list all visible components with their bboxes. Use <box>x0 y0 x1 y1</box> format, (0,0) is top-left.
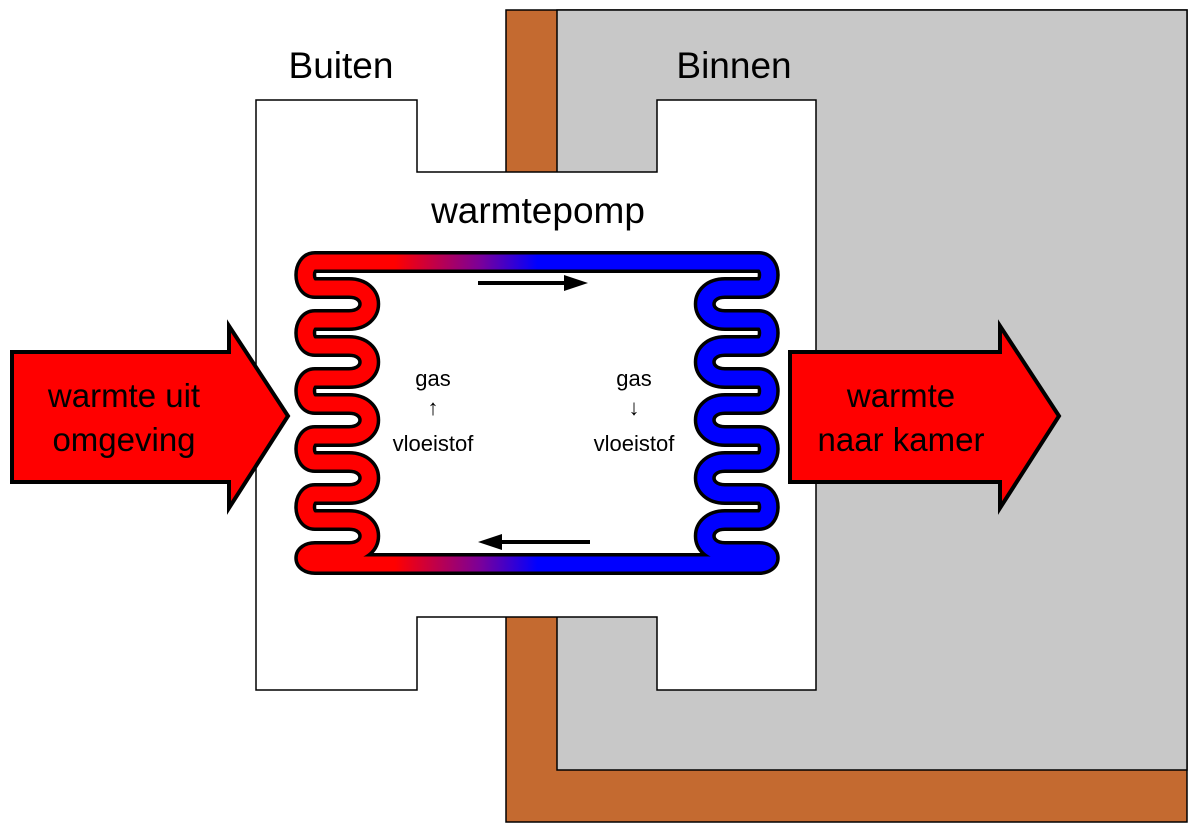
heat-in-line2: omgeving <box>52 421 195 458</box>
phase-left: gas ↑ vloeistof <box>393 366 475 456</box>
phase-right-bottom: vloeistof <box>594 431 676 456</box>
heat-out-line1: warmte <box>846 377 955 414</box>
phase-right-top: gas <box>616 366 651 391</box>
phase-left-bottom: vloeistof <box>393 431 475 456</box>
refrigerant-pipe <box>297 254 777 572</box>
refrigerant-loop <box>294 251 780 575</box>
label-outside: Buiten <box>289 45 394 86</box>
arrow-down-icon: ↓ <box>629 395 640 420</box>
flow-arrow-right <box>478 275 588 291</box>
arrow-up-icon: ↑ <box>428 395 439 420</box>
heat-out-line2: naar kamer <box>818 421 985 458</box>
phase-right: gas ↓ vloeistof <box>594 366 676 456</box>
label-inside: Binnen <box>676 45 791 86</box>
heat-pump-housing <box>255 99 817 691</box>
label-heat-pump: warmtepomp <box>430 190 645 231</box>
phase-left-top: gas <box>415 366 450 391</box>
flow-arrow-left <box>478 534 590 550</box>
heat-out-arrow: warmte naar kamer <box>788 319 1062 515</box>
heat-in-line1: warmte uit <box>47 377 200 414</box>
heat-in-arrow: warmte uit omgeving <box>10 319 291 515</box>
